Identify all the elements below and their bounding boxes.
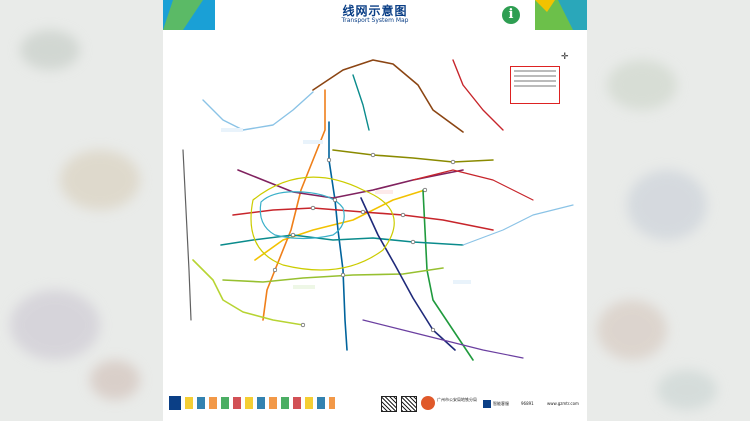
interchange-station	[410, 239, 416, 245]
interchange-station	[300, 322, 306, 328]
header-decoration	[163, 0, 587, 30]
metro-line-apm	[259, 191, 345, 240]
page-title: 线网示意图	[342, 4, 408, 18]
brand-label: 智能客服	[493, 401, 509, 406]
metro-line-west	[182, 149, 192, 321]
page-subtitle: Transport System Map	[341, 17, 409, 24]
metro-line-south	[362, 319, 524, 359]
interchange-station	[290, 232, 296, 238]
background-blur-left	[0, 0, 163, 421]
legend-box	[510, 66, 560, 104]
interchange-station	[430, 327, 436, 333]
interchange-station	[450, 159, 456, 165]
metro-line-3	[262, 89, 326, 321]
interchange-station	[370, 152, 376, 158]
website[interactable]: www.gzmtr.com	[547, 401, 579, 406]
legend-row	[514, 70, 556, 72]
brand-icon	[483, 400, 491, 408]
map-poster: 线网示意图 Transport System Map i	[163, 0, 587, 421]
metro-line-east	[462, 204, 574, 246]
metro-line-2	[328, 121, 348, 351]
metro-line-9	[202, 91, 314, 131]
metro-line-gf	[192, 259, 304, 326]
legend-row	[514, 75, 556, 77]
metro-line-14	[312, 59, 464, 133]
metro-network-map[interactable]	[163, 30, 587, 390]
interchange-station	[326, 157, 332, 163]
interchange-station	[360, 209, 366, 215]
metro-line-13	[332, 149, 494, 163]
org-line-1: 广州市公安局地铁分局	[437, 397, 477, 402]
info-icon[interactable]: i	[502, 6, 520, 24]
metro-line-4	[422, 189, 474, 361]
metro-line-21	[360, 197, 456, 351]
metro-line-7	[222, 267, 444, 283]
interchange-station	[340, 272, 346, 278]
background-blur-right	[587, 0, 750, 421]
interchange-station	[400, 212, 406, 218]
legend-row	[514, 85, 556, 87]
qr-code-icon	[401, 396, 417, 412]
legend-row	[514, 80, 556, 82]
interchange-station	[422, 187, 428, 193]
metro-line-north-branch	[452, 59, 504, 131]
police-badge-icon	[421, 396, 435, 410]
hotline: 96891	[521, 401, 534, 406]
metro-line-northeast	[412, 169, 534, 201]
line-color-legend	[185, 397, 335, 409]
compass-icon: ✛	[561, 52, 569, 62]
header-banner: 线网示意图 Transport System Map i	[163, 0, 587, 30]
interchange-station	[272, 267, 278, 273]
interchange-station	[310, 205, 316, 211]
metro-line-circle	[250, 176, 395, 271]
footer-legend: 广州市公安局地铁分局 智能客服 96891 www.gzmtr.com	[169, 394, 585, 416]
qr-code-icon	[381, 396, 397, 412]
metro-line-1	[254, 189, 426, 261]
metro-line-airport	[352, 74, 370, 131]
interchange-station	[332, 197, 338, 203]
title-block: 线网示意图 Transport System Map	[215, 0, 535, 30]
footer-logo-icon	[169, 396, 181, 410]
